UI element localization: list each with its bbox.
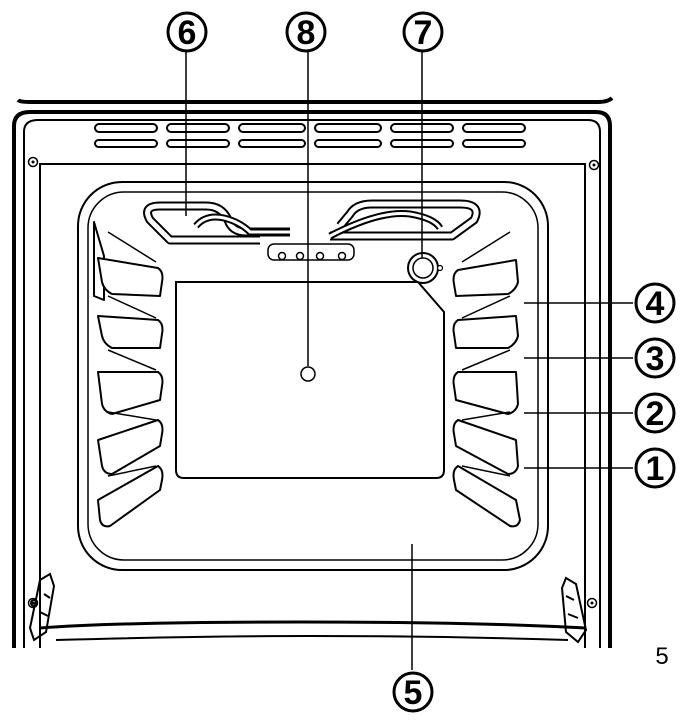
- rack-guide-left: [97, 257, 164, 297]
- callout-label: 5: [404, 674, 423, 712]
- callout-5: 5: [392, 671, 434, 713]
- callout-7: 7: [402, 11, 444, 53]
- screw: [588, 159, 600, 171]
- oven-cavity-inner: [87, 191, 539, 561]
- front-panel-line: [39, 163, 586, 648]
- callout-label: 4: [646, 285, 665, 323]
- rack-guide-left: [97, 419, 164, 475]
- callout-label: 7: [414, 14, 433, 52]
- screw: [586, 597, 598, 609]
- callout-label: 1: [646, 450, 665, 488]
- screw: [27, 156, 39, 168]
- callout-4: 4: [634, 282, 676, 324]
- door-hinge-right: [560, 576, 588, 644]
- rack-guide-right: [452, 315, 519, 349]
- door-bottom-edge: [55, 634, 569, 641]
- right-rack-supports: [452, 231, 521, 528]
- rack-guide-left: [97, 465, 164, 528]
- oven-cavity-outer: [77, 181, 549, 571]
- rack-guide-right: [452, 259, 519, 297]
- rack-guide-right: [452, 465, 521, 528]
- element-bracket: [267, 243, 355, 261]
- callout-label: 6: [178, 14, 197, 52]
- door-bottom-edge: [39, 620, 586, 630]
- rack-guide-left: [97, 315, 164, 349]
- rack-guide-right: [452, 419, 519, 475]
- callout-6: 6: [166, 11, 208, 53]
- callout-1: 1: [634, 447, 676, 489]
- door-hinge-left: [28, 572, 56, 642]
- callout-3: 3: [634, 337, 676, 379]
- oven-inner-frame: [23, 119, 601, 648]
- top-heating-element: [143, 199, 481, 245]
- rear-panel: [175, 281, 445, 479]
- rack-guide-left: [97, 371, 164, 415]
- oven-top-edge: [16, 96, 614, 104]
- vent-slots: [94, 123, 526, 148]
- callout-8: 8: [285, 11, 327, 53]
- center-opening: [300, 366, 316, 382]
- callout-2: 2: [634, 392, 676, 434]
- callout-label: 3: [646, 340, 665, 378]
- left-rack-supports: [93, 221, 164, 528]
- callout-label: 8: [297, 14, 316, 52]
- oven-light: [407, 252, 444, 284]
- oven-outer-frame: [12, 110, 612, 648]
- rack-guide-right: [452, 371, 519, 415]
- leader-lines: [185, 50, 633, 670]
- callout-label: 2: [646, 395, 665, 433]
- page-number: 5: [655, 643, 668, 670]
